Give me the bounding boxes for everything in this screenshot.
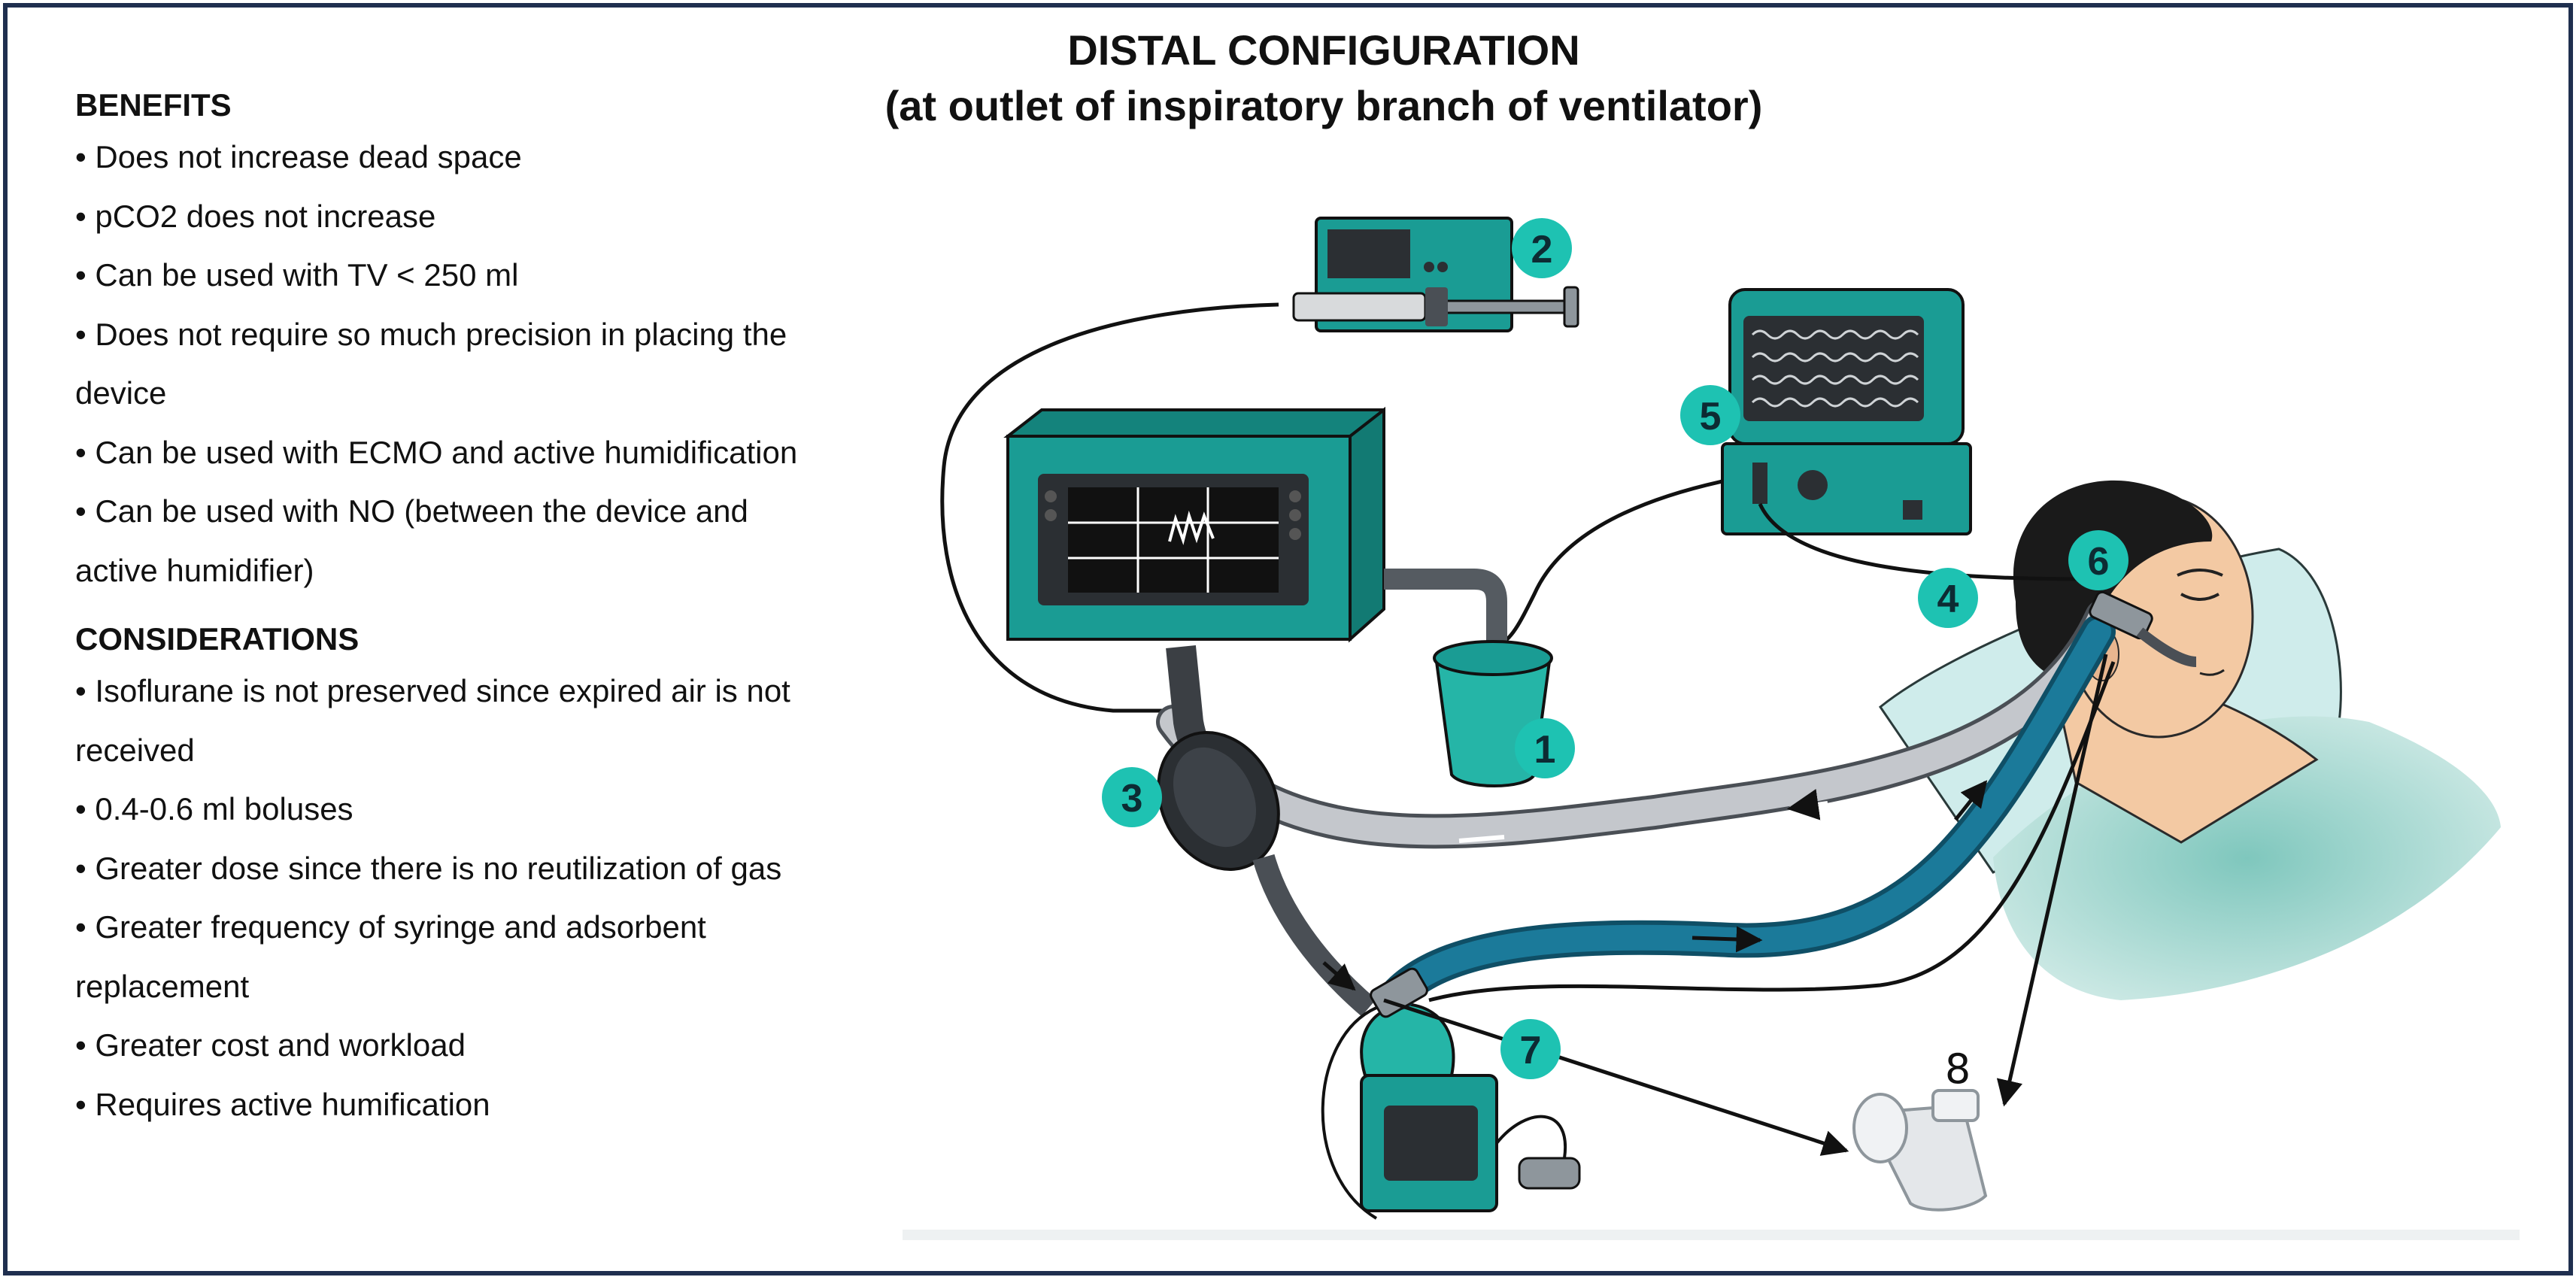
marker-3: 3 bbox=[1102, 767, 1162, 827]
consideration-line: received bbox=[75, 732, 195, 768]
monitor-knob bbox=[1798, 470, 1828, 500]
benefit-line: • Can be used with ECMO and active humid… bbox=[75, 434, 798, 470]
marker-7: 7 bbox=[1500, 1019, 1561, 1079]
consideration-line: • Greater frequency of syringe and adsor… bbox=[75, 909, 706, 945]
title-line-2: (at outlet of inspiratory branch of vent… bbox=[884, 82, 1763, 129]
ventilator-side bbox=[1349, 406, 1385, 643]
benefit-line: • Does not increase dead space bbox=[75, 139, 522, 174]
benefit-line: • Does not require so much precision in … bbox=[75, 316, 787, 352]
canister-pipe bbox=[1384, 569, 1507, 662]
waveform bbox=[1751, 375, 1919, 385]
consideration-line: replacement bbox=[75, 968, 250, 1004]
syringe-barrel bbox=[1292, 292, 1427, 322]
humidifier-line bbox=[1428, 661, 2116, 1002]
ventilator bbox=[1003, 406, 1385, 643]
consideration-line: • Isoflurane is not preserved since expi… bbox=[75, 673, 790, 708]
leader-arrow-8 bbox=[1996, 654, 2108, 1107]
patient-mouth bbox=[2199, 669, 2225, 676]
syringe-pump bbox=[1292, 217, 1579, 332]
marker-label: 5 bbox=[1700, 395, 1722, 438]
benefits-list: • Does not increase dead space • pCO2 do… bbox=[75, 128, 872, 600]
floor-shadow bbox=[903, 1230, 2520, 1240]
benefits-heading: BENEFITS bbox=[75, 87, 232, 123]
marker-label: 7 bbox=[1520, 1029, 1542, 1072]
syringe-cable bbox=[940, 302, 1279, 713]
marker-label: 3 bbox=[1121, 777, 1143, 820]
marker-5: 5 bbox=[1680, 385, 1740, 445]
benefit-line: device bbox=[75, 375, 167, 411]
waveform bbox=[1751, 352, 1919, 362]
marker-8: 8 bbox=[1945, 1045, 1971, 1093]
considerations-heading: CONSIDERATIONS bbox=[75, 621, 360, 657]
filter-device bbox=[1157, 731, 1280, 871]
marker-label: 4 bbox=[1937, 578, 1959, 621]
leader-arrow-8 bbox=[1383, 998, 1849, 1156]
humidifier-remote bbox=[1518, 1157, 1581, 1190]
humidifier-panel bbox=[1384, 1106, 1478, 1181]
text-column: BENEFITS • Does not increase dead space … bbox=[75, 83, 872, 1134]
expiratory-flow-arrow bbox=[1786, 788, 1828, 820]
marker-6: 6 bbox=[2068, 530, 2128, 590]
benefit-line: active humidifier) bbox=[75, 552, 314, 588]
marker-label: 1 bbox=[1534, 728, 1556, 772]
benefit-line: • Can be used with NO (between the devic… bbox=[75, 493, 748, 529]
marker-label: 8 bbox=[1945, 1045, 1971, 1093]
humidifier-chamber bbox=[1360, 1002, 1455, 1077]
monitor-port bbox=[1752, 463, 1767, 504]
inspiratory-tube-lower bbox=[1252, 854, 1376, 1017]
marker-label: 2 bbox=[1531, 228, 1553, 271]
pump-display bbox=[1327, 229, 1410, 278]
ventilator-top bbox=[1003, 408, 1385, 438]
marker-4: 4 bbox=[1918, 568, 1978, 628]
anesthetic-device bbox=[1852, 1089, 1988, 1212]
considerations-list: • Isoflurane is not preserved since expi… bbox=[75, 662, 872, 1134]
benefit-line: • Can be used with TV < 250 ml bbox=[75, 257, 519, 293]
monitor-device bbox=[1721, 288, 1972, 535]
waveform bbox=[1751, 329, 1919, 340]
marker-2: 2 bbox=[1512, 218, 1572, 278]
inspiratory-flow-arrow bbox=[1692, 926, 1763, 953]
marker-label: 6 bbox=[2088, 540, 2110, 584]
ventilator-waveform bbox=[1168, 510, 1215, 545]
waveform bbox=[1751, 397, 1919, 408]
consideration-line: • Greater cost and workload bbox=[75, 1027, 466, 1063]
consideration-line: • Requires active humification bbox=[75, 1086, 490, 1122]
y-piece bbox=[2089, 590, 2197, 667]
canister-lid bbox=[1433, 640, 1553, 676]
consideration-line: • Greater dose since there is no reutili… bbox=[75, 850, 782, 886]
monitor-cable bbox=[1495, 479, 1723, 649]
monitor-switch bbox=[1903, 500, 1922, 520]
title-line-1: DISTAL CONFIGURATION bbox=[1067, 26, 1580, 74]
benefit-line: • pCO2 does not increase bbox=[75, 198, 436, 234]
endotracheal-tube bbox=[2136, 627, 2197, 667]
patient-brow bbox=[2177, 569, 2223, 577]
patient-eye bbox=[2180, 593, 2219, 601]
consideration-line: • 0.4-0.6 ml boluses bbox=[75, 791, 353, 827]
monitor-screen bbox=[1743, 316, 1924, 421]
monitor-cable bbox=[1758, 502, 2092, 581]
figure-title: DISTAL CONFIGURATION (at outlet of inspi… bbox=[752, 23, 1895, 134]
marker-1: 1 bbox=[1515, 718, 1575, 778]
